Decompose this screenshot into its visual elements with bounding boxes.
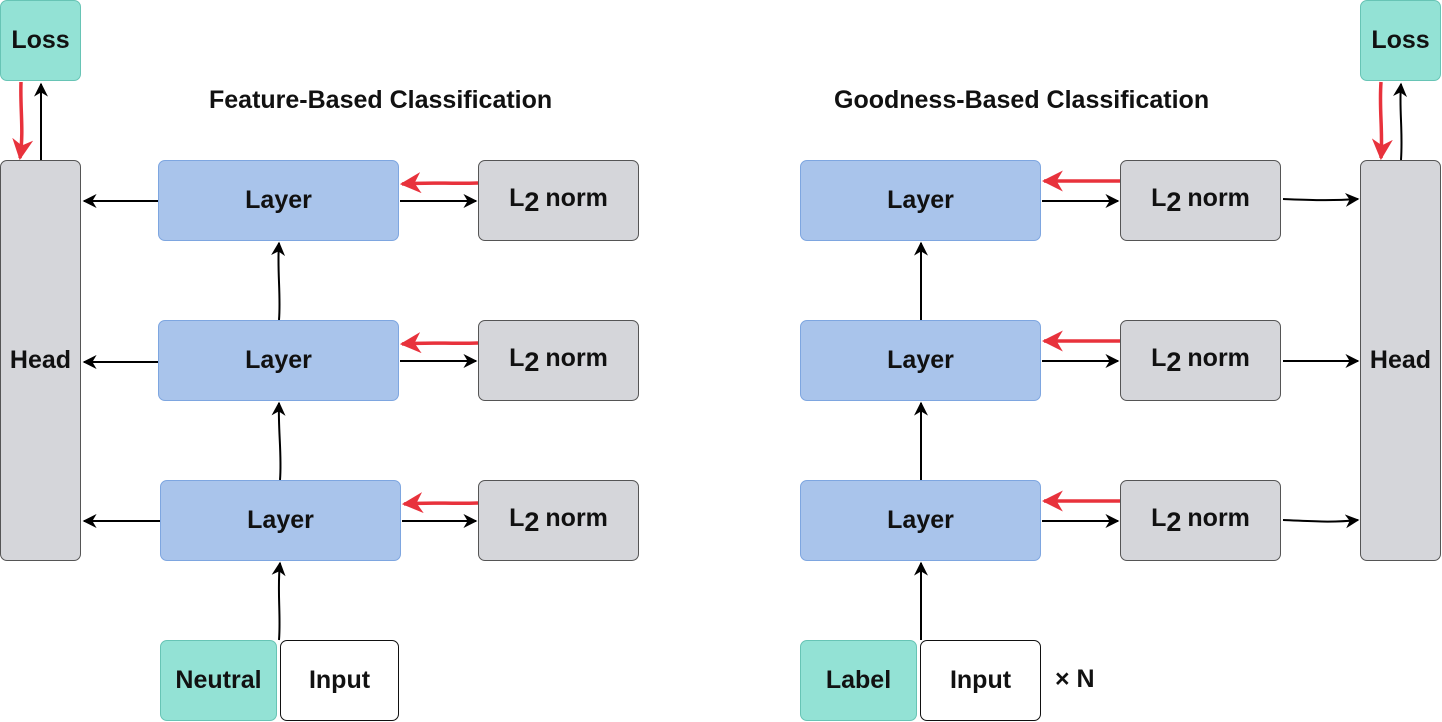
norm-subscript: 2 [524, 507, 540, 537]
norm-subscript: 2 [524, 187, 540, 217]
right-label-label: Label [825, 666, 892, 694]
left-head-label: Head [9, 346, 72, 374]
left-layer-1-label: Layer [245, 186, 312, 214]
right-layer-2-label: Layer [887, 346, 954, 374]
norm-word: norm [545, 184, 608, 212]
left-norm2-gradient-arrow [399, 332, 479, 354]
norm-subscript: 2 [1166, 347, 1182, 377]
norm-word: norm [545, 344, 608, 372]
right-norm3-to-head-arrow [1282, 514, 1360, 529]
left-norm3-gradient-arrow [401, 492, 479, 514]
norm-l: L [1151, 344, 1167, 372]
right-head-to-loss-arrow [1393, 82, 1408, 161]
norm-l: L [1151, 504, 1167, 532]
right-layer-1-label: Layer [887, 186, 954, 214]
repeat-n-label: × N [1055, 665, 1095, 693]
right-head-label: Head [1369, 346, 1432, 374]
left-layer-1: Layer [158, 160, 399, 241]
left-diagram-title: Feature-Based Classification [209, 86, 553, 114]
right-layer-3-label: Layer [887, 506, 954, 534]
left-loss-gradient-arrow [12, 81, 34, 161]
left-layer-3-label: Layer [247, 506, 314, 534]
right-loss-label: Loss [1371, 26, 1430, 54]
left-layer-2-label: Layer [245, 346, 312, 374]
norm-word: norm [1187, 344, 1250, 372]
left-layer-3: Layer [160, 480, 401, 561]
right-layer-3: Layer [800, 480, 1041, 561]
left-input-box: Input [280, 640, 399, 721]
right-head-box: Head [1360, 160, 1441, 561]
norm-word: norm [1187, 184, 1250, 212]
right-layer-2: Layer [800, 320, 1041, 401]
left-layer-2: Layer [158, 320, 399, 401]
norm-word: norm [1187, 504, 1250, 532]
right-layer-1: Layer [800, 160, 1041, 241]
left-input-label: Input [308, 666, 371, 694]
left-layer3-to-layer2-arrow [271, 401, 286, 481]
right-label-box: Label [800, 640, 917, 721]
right-diagram-title: Goodness-Based Classification [834, 86, 1210, 114]
norm-subscript: 2 [524, 347, 540, 377]
left-neutral-label: Neutral [175, 666, 262, 694]
left-neutral-box: Neutral [160, 640, 277, 721]
left-head-box: Head [0, 160, 81, 561]
right-input-label: Input [949, 666, 1012, 694]
left-input-to-layer3-arrow [271, 561, 286, 641]
norm-l: L [509, 184, 525, 212]
norm-l: L [1151, 184, 1167, 212]
right-loss-gradient-arrow [1371, 81, 1393, 161]
right-norm1-to-head-arrow [1282, 192, 1360, 207]
norm-l: L [509, 504, 525, 532]
norm-l: L [509, 344, 525, 372]
left-norm1-gradient-arrow [399, 172, 479, 194]
left-loss-box: Loss [0, 0, 81, 81]
right-input-box: Input [920, 640, 1041, 721]
left-loss-label: Loss [11, 26, 70, 54]
norm-word: norm [545, 504, 608, 532]
norm-subscript: 2 [1166, 507, 1182, 537]
norm-subscript: 2 [1166, 187, 1182, 217]
right-loss-box: Loss [1360, 0, 1441, 81]
left-layer2-to-layer1-arrow [271, 241, 286, 321]
